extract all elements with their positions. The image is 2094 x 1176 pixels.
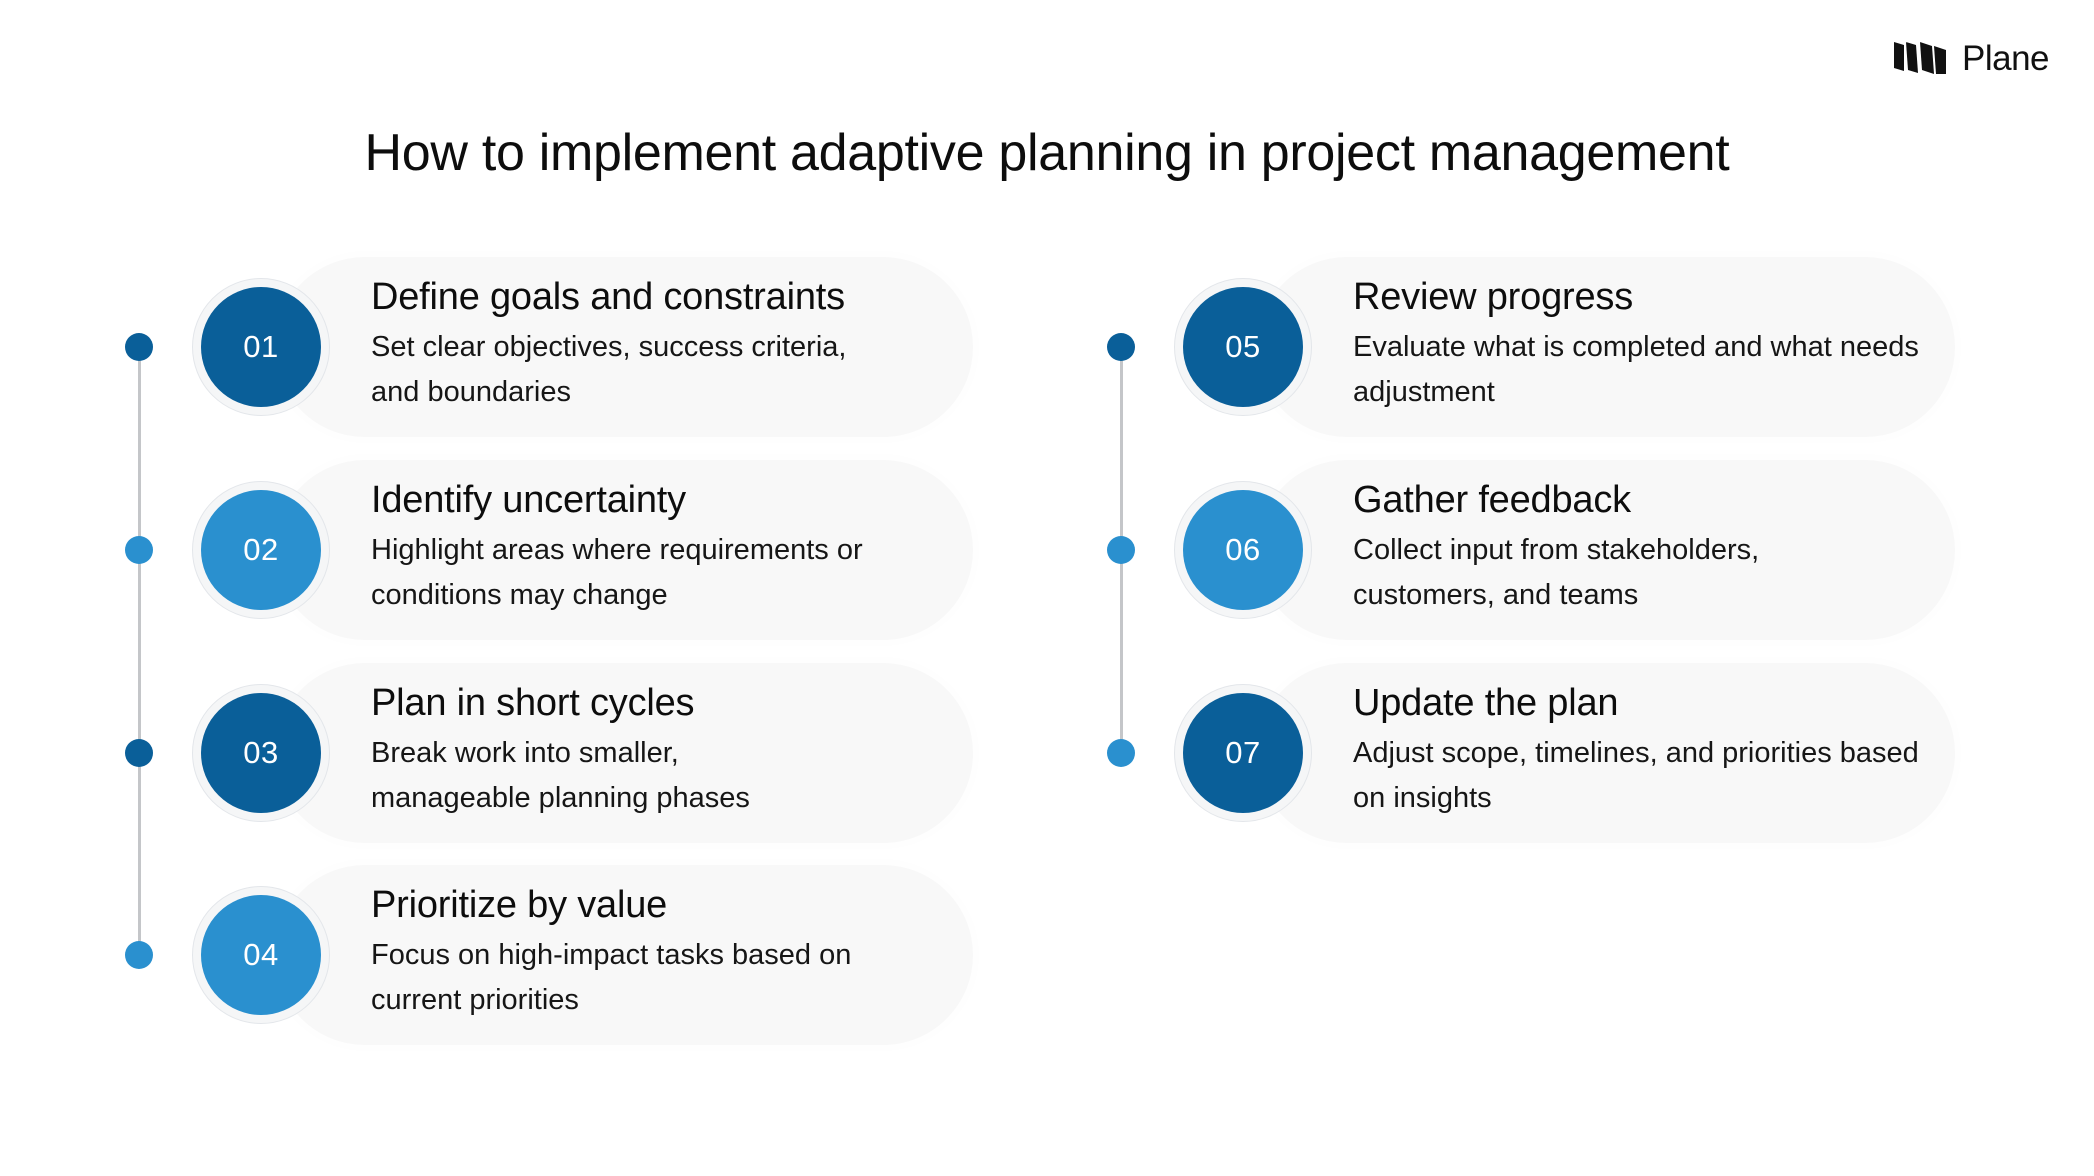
page-title: How to implement adaptive planning in pr… — [364, 124, 1730, 182]
step-card — [1257, 460, 1955, 640]
step-number-badge: 06 — [1174, 481, 1312, 619]
step-description: Break work into smaller, manageable plan… — [371, 737, 750, 814]
step-number-badge: 07 — [1174, 684, 1312, 822]
step-02: 02 Identify uncertainty Highlight areas … — [125, 460, 1005, 640]
step-number: 05 — [1183, 287, 1303, 407]
timeline-dot — [1107, 739, 1135, 767]
step-description: Evaluate what is completed and what need… — [1353, 331, 1919, 408]
step-description: Focus on high-impact tasks based on curr… — [371, 939, 852, 1016]
step-heading: Define goals and constraints — [371, 276, 845, 318]
step-number: 02 — [201, 490, 321, 610]
step-description: Collect input from stakeholders, custome… — [1353, 534, 1760, 611]
step-03: 03 Plan in short cycles Break work into … — [125, 663, 1005, 843]
timeline-dot — [125, 739, 153, 767]
step-number: 01 — [201, 287, 321, 407]
step-number: 07 — [1183, 693, 1303, 813]
step-heading: Plan in short cycles — [371, 682, 695, 724]
step-card — [275, 460, 973, 640]
timeline-dot — [125, 536, 153, 564]
step-card — [1257, 663, 1955, 843]
step-number: 06 — [1183, 490, 1303, 610]
brand-logo: Plane — [1892, 38, 2050, 78]
timeline-dot — [125, 941, 153, 969]
step-heading: Gather feedback — [1353, 479, 1631, 521]
step-01: 01 Define goals and constraints Set clea… — [125, 257, 1005, 437]
step-number-badge: 05 — [1174, 278, 1312, 416]
step-description: Set clear objectives, success criteria, … — [371, 331, 847, 408]
step-heading: Prioritize by value — [371, 884, 668, 926]
step-07: 07 Update the plan Adjust scope, timelin… — [1107, 663, 1987, 843]
step-heading: Identify uncertainty — [371, 479, 686, 521]
step-description: Adjust scope, timelines, and priorities … — [1353, 737, 1919, 814]
timeline-dot — [125, 333, 153, 361]
step-number: 04 — [201, 895, 321, 1015]
step-04: 04 Prioritize by value Focus on high-imp… — [125, 865, 1005, 1045]
step-number-badge: 01 — [192, 278, 330, 416]
step-number-badge: 02 — [192, 481, 330, 619]
step-05: 05 Review progress Evaluate what is comp… — [1107, 257, 1987, 437]
step-card — [275, 257, 973, 437]
step-card — [275, 865, 973, 1045]
timeline-dot — [1107, 536, 1135, 564]
step-number: 03 — [201, 693, 321, 813]
plane-logo-icon — [1894, 41, 1946, 74]
step-card — [1257, 257, 1955, 437]
timeline-dot — [1107, 333, 1135, 361]
timeline-line-left — [138, 344, 141, 952]
step-heading: Review progress — [1353, 276, 1633, 318]
brand-name: Plane — [1962, 38, 2050, 78]
step-heading: Update the plan — [1353, 682, 1619, 724]
step-06: 06 Gather feedback Collect input from st… — [1107, 460, 1987, 640]
step-number-badge: 03 — [192, 684, 330, 822]
step-number-badge: 04 — [192, 886, 330, 1024]
step-card — [275, 663, 973, 843]
step-description: Highlight areas where requirements or co… — [371, 534, 863, 611]
